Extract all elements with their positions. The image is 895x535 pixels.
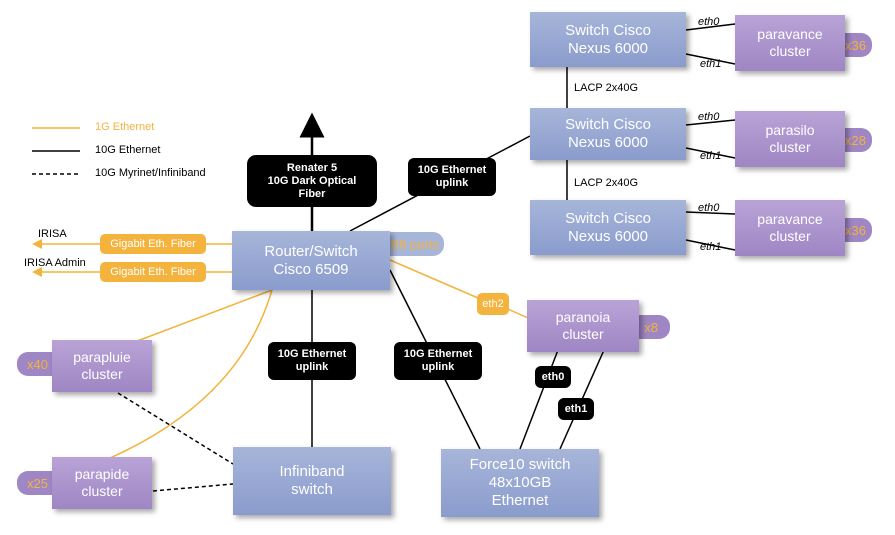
infiniband-line1: Infiniband [279, 463, 345, 480]
paravance-bot-eth1: eth1 [700, 241, 722, 253]
uplink-nexus-badge: 10G Ethernet uplink [408, 158, 496, 196]
lacp-label-1: LACP 2x40G [574, 82, 639, 94]
force10-line1: Force10 switch [469, 456, 571, 473]
nexus-mid-line2: Nexus 6000 [567, 134, 649, 151]
renater-line1: Renater 5 [286, 161, 338, 174]
paravance-cluster-top[interactable]: paravance cluster [735, 15, 845, 71]
renater-line2: 10G Dark Optical [267, 174, 357, 187]
paranoia-eth2-badge: eth2 [477, 293, 509, 315]
force10-line3: Ethernet [491, 492, 549, 509]
irisa-label: IRISA [38, 228, 67, 240]
parapide-line1: parapide [74, 466, 130, 482]
parapluie-line1: parapluie [73, 349, 131, 365]
parapide-cluster[interactable]: parapide cluster [52, 457, 152, 509]
legend-1g: 1G Ethernet [95, 121, 155, 133]
uplink-force10-badge: 10G Ethernet uplink [394, 342, 482, 380]
paravance-top-eth1: eth1 [700, 58, 722, 70]
renater-line3: Fiber [298, 187, 326, 200]
paravance-bot-line2: cluster [769, 228, 811, 244]
infiniband-switch[interactable]: Infiniband switch [233, 447, 391, 515]
router-line2: Cisco 6509 [273, 260, 349, 278]
parapluie-line2: cluster [81, 366, 123, 382]
parapluie-cluster[interactable]: parapluie cluster [52, 340, 152, 392]
paravance-cluster-bottom[interactable]: paravance cluster [735, 200, 845, 256]
uplink-f10-line1: 10G Ethernet [403, 348, 473, 360]
paranoia-eth0-badge: eth0 [535, 366, 571, 388]
nexus-mid-line1: Switch Cisco [565, 116, 651, 133]
nexus-switch-bottom[interactable]: Switch Cisco Nexus 6000 [530, 200, 686, 255]
nexus-switch-mid[interactable]: Switch Cisco Nexus 6000 [530, 108, 686, 160]
paranoia-eth1-badge: eth1 [558, 398, 594, 420]
nexus-top-line2: Nexus 6000 [567, 39, 649, 57]
nexus-bot-line1: Switch Cisco [565, 209, 651, 227]
paravance-bot-line1: paravance [757, 211, 823, 227]
irisa-admin-label: IRISA Admin [24, 257, 86, 269]
uplink-ib-line2: uplink [295, 361, 329, 373]
paranoia-line2: cluster [562, 326, 604, 342]
uplink-infiniband-badge: 10G Ethernet uplink [268, 342, 356, 380]
paranoia-line1: paranoia [555, 309, 611, 325]
gigabit-fiber-badge-2: Gigabit Eth. Fiber [100, 262, 206, 282]
paravance-bot-eth0: eth0 [698, 202, 720, 214]
paravance-top-line1: paravance [757, 26, 823, 42]
legend-myrinet: 10G Myrinet/Infiniband [95, 167, 206, 179]
infiniband-line2: switch [291, 481, 333, 498]
paravance-top-line2: cluster [769, 43, 811, 59]
uplink-ib-line1: 10G Ethernet [277, 348, 347, 360]
nexus-bot-line2: Nexus 6000 [567, 227, 649, 245]
gigabit-fiber-badge-1: Gigabit Eth. Fiber [100, 234, 206, 254]
parasilo-eth1: eth1 [700, 150, 722, 162]
renater-badge: Renater 5 10G Dark Optical Fiber [247, 155, 377, 207]
paravance-top-eth0: eth0 [698, 16, 720, 28]
router-switch[interactable]: Router/Switch Cisco 6509 [232, 231, 390, 290]
nexus-switch-top[interactable]: Switch Cisco Nexus 6000 [530, 12, 686, 67]
parasilo-line1: parasilo [765, 122, 815, 138]
uplink-nexus-line2: uplink [435, 177, 469, 189]
parasilo-line2: cluster [769, 139, 811, 155]
paranoia-cluster[interactable]: paranoia cluster [527, 300, 639, 352]
parasilo-cluster[interactable]: parasilo cluster [735, 111, 845, 167]
force10-switch[interactable]: Force10 switch 48x10GB Ethernet [441, 449, 599, 517]
uplink-f10-line2: uplink [421, 361, 455, 373]
force10-line2: 48x10GB [488, 474, 552, 491]
parasilo-eth0: eth0 [698, 111, 720, 123]
nexus-top-line1: Switch Cisco [565, 21, 651, 39]
router-line1: Router/Switch [264, 242, 358, 260]
legend-10g: 10G Ethernet [95, 144, 161, 156]
parapide-line2: cluster [81, 483, 123, 499]
lacp-label-2: LACP 2x40G [574, 177, 639, 189]
uplink-nexus-line1: 10G Ethernet [417, 164, 487, 176]
